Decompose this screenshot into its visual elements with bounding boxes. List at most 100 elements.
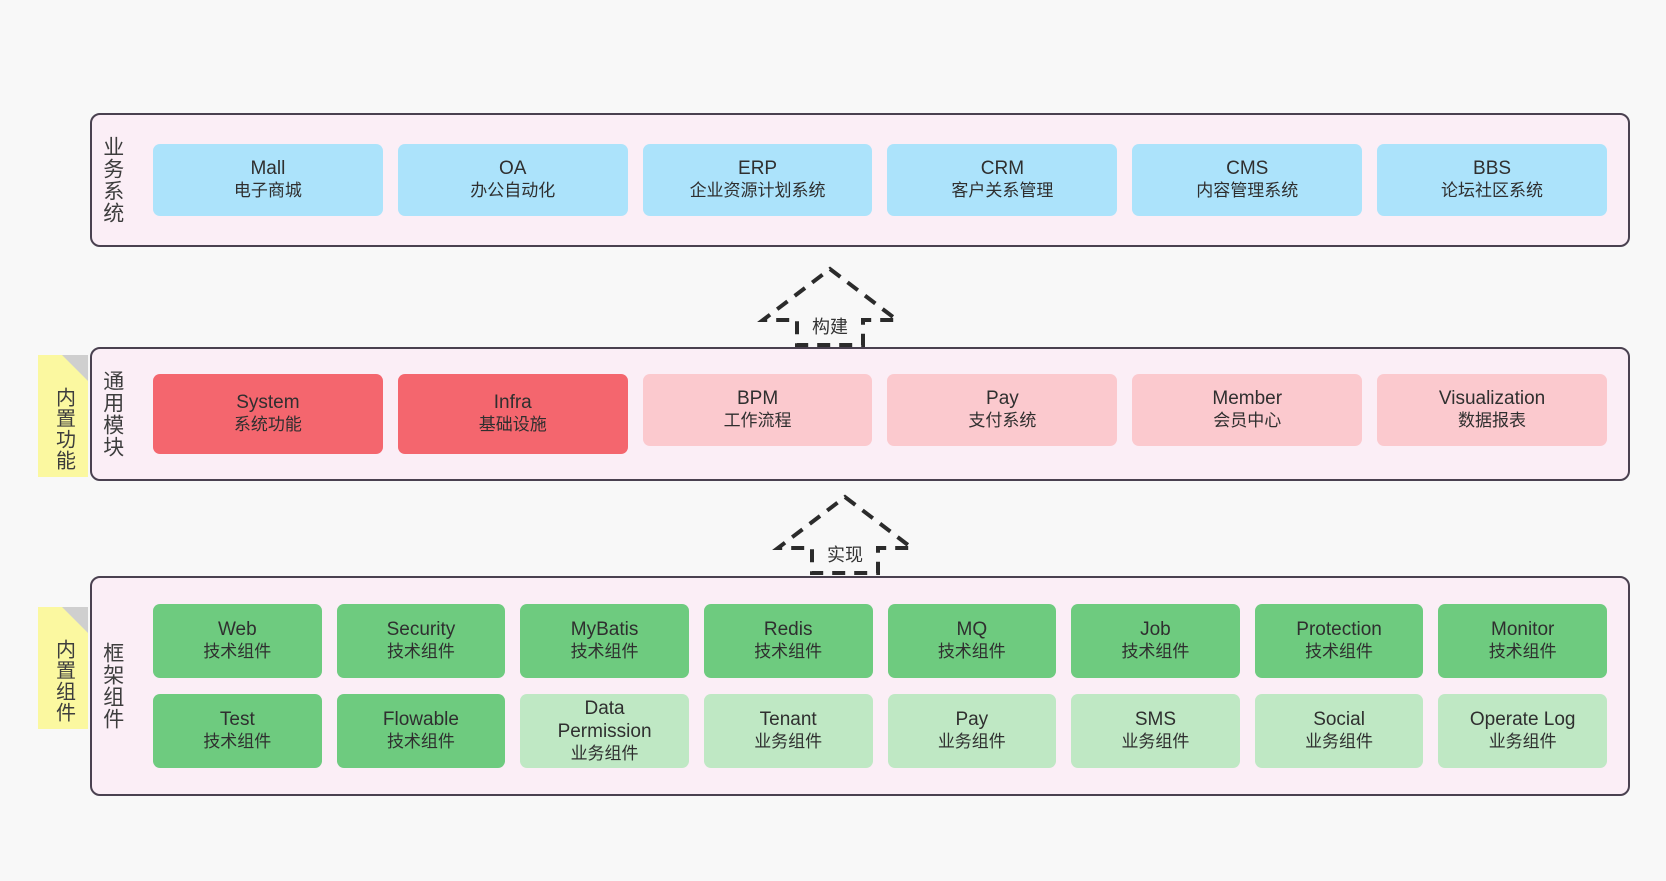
node-pay-module[interactable]: Pay 支付系统 (887, 374, 1118, 446)
node-title: System (236, 392, 300, 414)
node-subtitle: 技术组件 (1121, 642, 1190, 662)
node-title: BPM (736, 388, 779, 410)
node-protection[interactable]: Protection 技术组件 (1254, 604, 1424, 678)
node-title: SMS (1134, 709, 1177, 731)
node-title-line2: Permission (557, 720, 652, 742)
band-body-business-systems: Mall 电子商城 OA 办公自动化 ERP 企业资源计划系统 CRM 客户关系… (132, 115, 1628, 245)
node-redis[interactable]: Redis 技术组件 (703, 604, 873, 678)
node-system[interactable]: System 系统功能 (153, 374, 383, 454)
row-framework-business: Test 技术组件 Flowable 技术组件 Data Permission … (146, 694, 1614, 768)
band-business-systems: 业务系统 Mall 电子商城 OA 办公自动化 ERP 企业资源计划系统 CRM… (90, 113, 1630, 247)
band-label-business-systems: 业务系统 (100, 136, 124, 224)
node-subtitle: 技术组件 (386, 642, 455, 662)
sticky-note-builtin-components: 内置组件 (38, 607, 88, 729)
implement-arrow-shape (772, 494, 918, 575)
node-mybatis[interactable]: MyBatis 技术组件 (520, 604, 689, 678)
band-body-framework-components: Web 技术组件 Security 技术组件 MyBatis 技术组件 Redi… (132, 578, 1628, 794)
node-visualization[interactable]: Visualization 数据报表 (1377, 374, 1607, 446)
node-title: Data (584, 698, 625, 719)
node-subtitle: 技术组件 (937, 642, 1006, 662)
node-title: Mall (250, 158, 286, 180)
node-subtitle: 技术组件 (754, 642, 823, 662)
node-subtitle: 会员中心 (1213, 411, 1282, 431)
node-flowable[interactable]: Flowable 技术组件 (336, 694, 506, 768)
node-subtitle: 业务组件 (1488, 732, 1557, 752)
implement-arrow: 实现 (772, 494, 918, 576)
node-subtitle: 技术组件 (203, 642, 272, 662)
node-cms[interactable]: CMS 内容管理系统 (1132, 144, 1363, 216)
node-title: MQ (956, 619, 988, 641)
row-common-modules: System 系统功能 Infra 基础设施 BPM 工作流程 Pay 支付系统… (146, 374, 1614, 454)
node-title: Test (219, 709, 255, 731)
node-erp[interactable]: ERP 企业资源计划系统 (642, 144, 873, 216)
node-bbs[interactable]: BBS 论坛社区系统 (1377, 144, 1607, 216)
node-infra[interactable]: Infra 基础设施 (397, 374, 628, 454)
build-arrow-shape (757, 266, 903, 347)
node-title: Web (217, 619, 257, 641)
node-web[interactable]: Web 技术组件 (153, 604, 322, 678)
node-title: Pay (986, 388, 1019, 410)
node-subtitle: 工作流程 (723, 411, 792, 431)
row-business-systems: Mall 电子商城 OA 办公自动化 ERP 企业资源计划系统 CRM 客户关系… (146, 144, 1614, 216)
band-framework-components: 框架组件 Web 技术组件 Security 技术组件 MyBatis 技术组件… (90, 576, 1630, 796)
node-subtitle: 数据报表 (1458, 411, 1527, 431)
node-title: Protection (1296, 619, 1382, 641)
node-subtitle: 业务组件 (1121, 732, 1190, 752)
node-title: Job (1140, 619, 1171, 641)
band-common-modules: 通用模块 System 系统功能 Infra 基础设施 BPM 工作流程 Pay… (90, 347, 1630, 481)
node-subtitle: 支付系统 (968, 411, 1037, 431)
node-pay-component[interactable]: Pay 业务组件 (887, 694, 1057, 768)
node-title: Infra (493, 392, 532, 414)
node-title: Monitor (1491, 619, 1555, 641)
node-title: BBS (1473, 158, 1512, 180)
node-mall[interactable]: Mall 电子商城 (153, 144, 383, 216)
node-title: Social (1313, 709, 1365, 731)
node-mq[interactable]: MQ 技术组件 (887, 604, 1057, 678)
node-title: Operate Log (1469, 709, 1576, 731)
node-subtitle: 技术组件 (570, 642, 639, 662)
sticky-note-label: 内置组件 (52, 639, 75, 723)
node-sms[interactable]: SMS 业务组件 (1071, 694, 1240, 768)
node-data-permission[interactable]: Data Permission 业务组件 (520, 694, 689, 768)
node-social[interactable]: Social 业务组件 (1254, 694, 1424, 768)
node-security[interactable]: Security 技术组件 (336, 604, 506, 678)
sticky-note-builtin-features: 内置功能 (38, 355, 88, 477)
node-subtitle: 技术组件 (386, 732, 455, 752)
node-subtitle: 企业资源计划系统 (689, 181, 826, 201)
node-subtitle: 系统功能 (233, 415, 302, 435)
node-title: Visualization (1438, 388, 1546, 410)
node-title: Redis (763, 619, 813, 641)
node-title: Pay (955, 709, 989, 731)
node-operate-log[interactable]: Operate Log 业务组件 (1438, 694, 1607, 768)
node-title: Member (1212, 388, 1283, 410)
band-label-framework-components: 框架组件 (100, 642, 124, 730)
node-tenant[interactable]: Tenant 业务组件 (703, 694, 873, 768)
node-title: Tenant (759, 709, 817, 731)
node-subtitle: 客户关系管理 (951, 181, 1054, 201)
node-subtitle: 电子商城 (233, 181, 302, 201)
node-subtitle: 技术组件 (203, 732, 272, 752)
sticky-fold-corner (62, 607, 88, 633)
node-test[interactable]: Test 技术组件 (153, 694, 322, 768)
sticky-fold-corner (62, 355, 88, 381)
row-framework-tech: Web 技术组件 Security 技术组件 MyBatis 技术组件 Redi… (146, 604, 1614, 678)
node-bpm[interactable]: BPM 工作流程 (642, 374, 873, 446)
node-subtitle: 业务组件 (1305, 732, 1374, 752)
node-subtitle: 技术组件 (1305, 642, 1374, 662)
node-subtitle: 基础设施 (478, 415, 547, 435)
node-subtitle: 业务组件 (937, 732, 1006, 752)
node-monitor[interactable]: Monitor 技术组件 (1438, 604, 1607, 678)
band-body-common-modules: System 系统功能 Infra 基础设施 BPM 工作流程 Pay 支付系统… (132, 349, 1628, 479)
node-crm[interactable]: CRM 客户关系管理 (887, 144, 1118, 216)
node-subtitle: 业务组件 (754, 732, 823, 752)
node-job[interactable]: Job 技术组件 (1071, 604, 1240, 678)
node-title: OA (499, 158, 527, 180)
build-arrow: 构建 (757, 266, 903, 348)
band-label-common-modules: 通用模块 (100, 370, 124, 458)
node-oa[interactable]: OA 办公自动化 (397, 144, 628, 216)
node-member[interactable]: Member 会员中心 (1132, 374, 1363, 446)
node-title: Security (386, 619, 456, 641)
node-subtitle: 内容管理系统 (1196, 181, 1299, 201)
node-title: Flowable (382, 709, 459, 731)
